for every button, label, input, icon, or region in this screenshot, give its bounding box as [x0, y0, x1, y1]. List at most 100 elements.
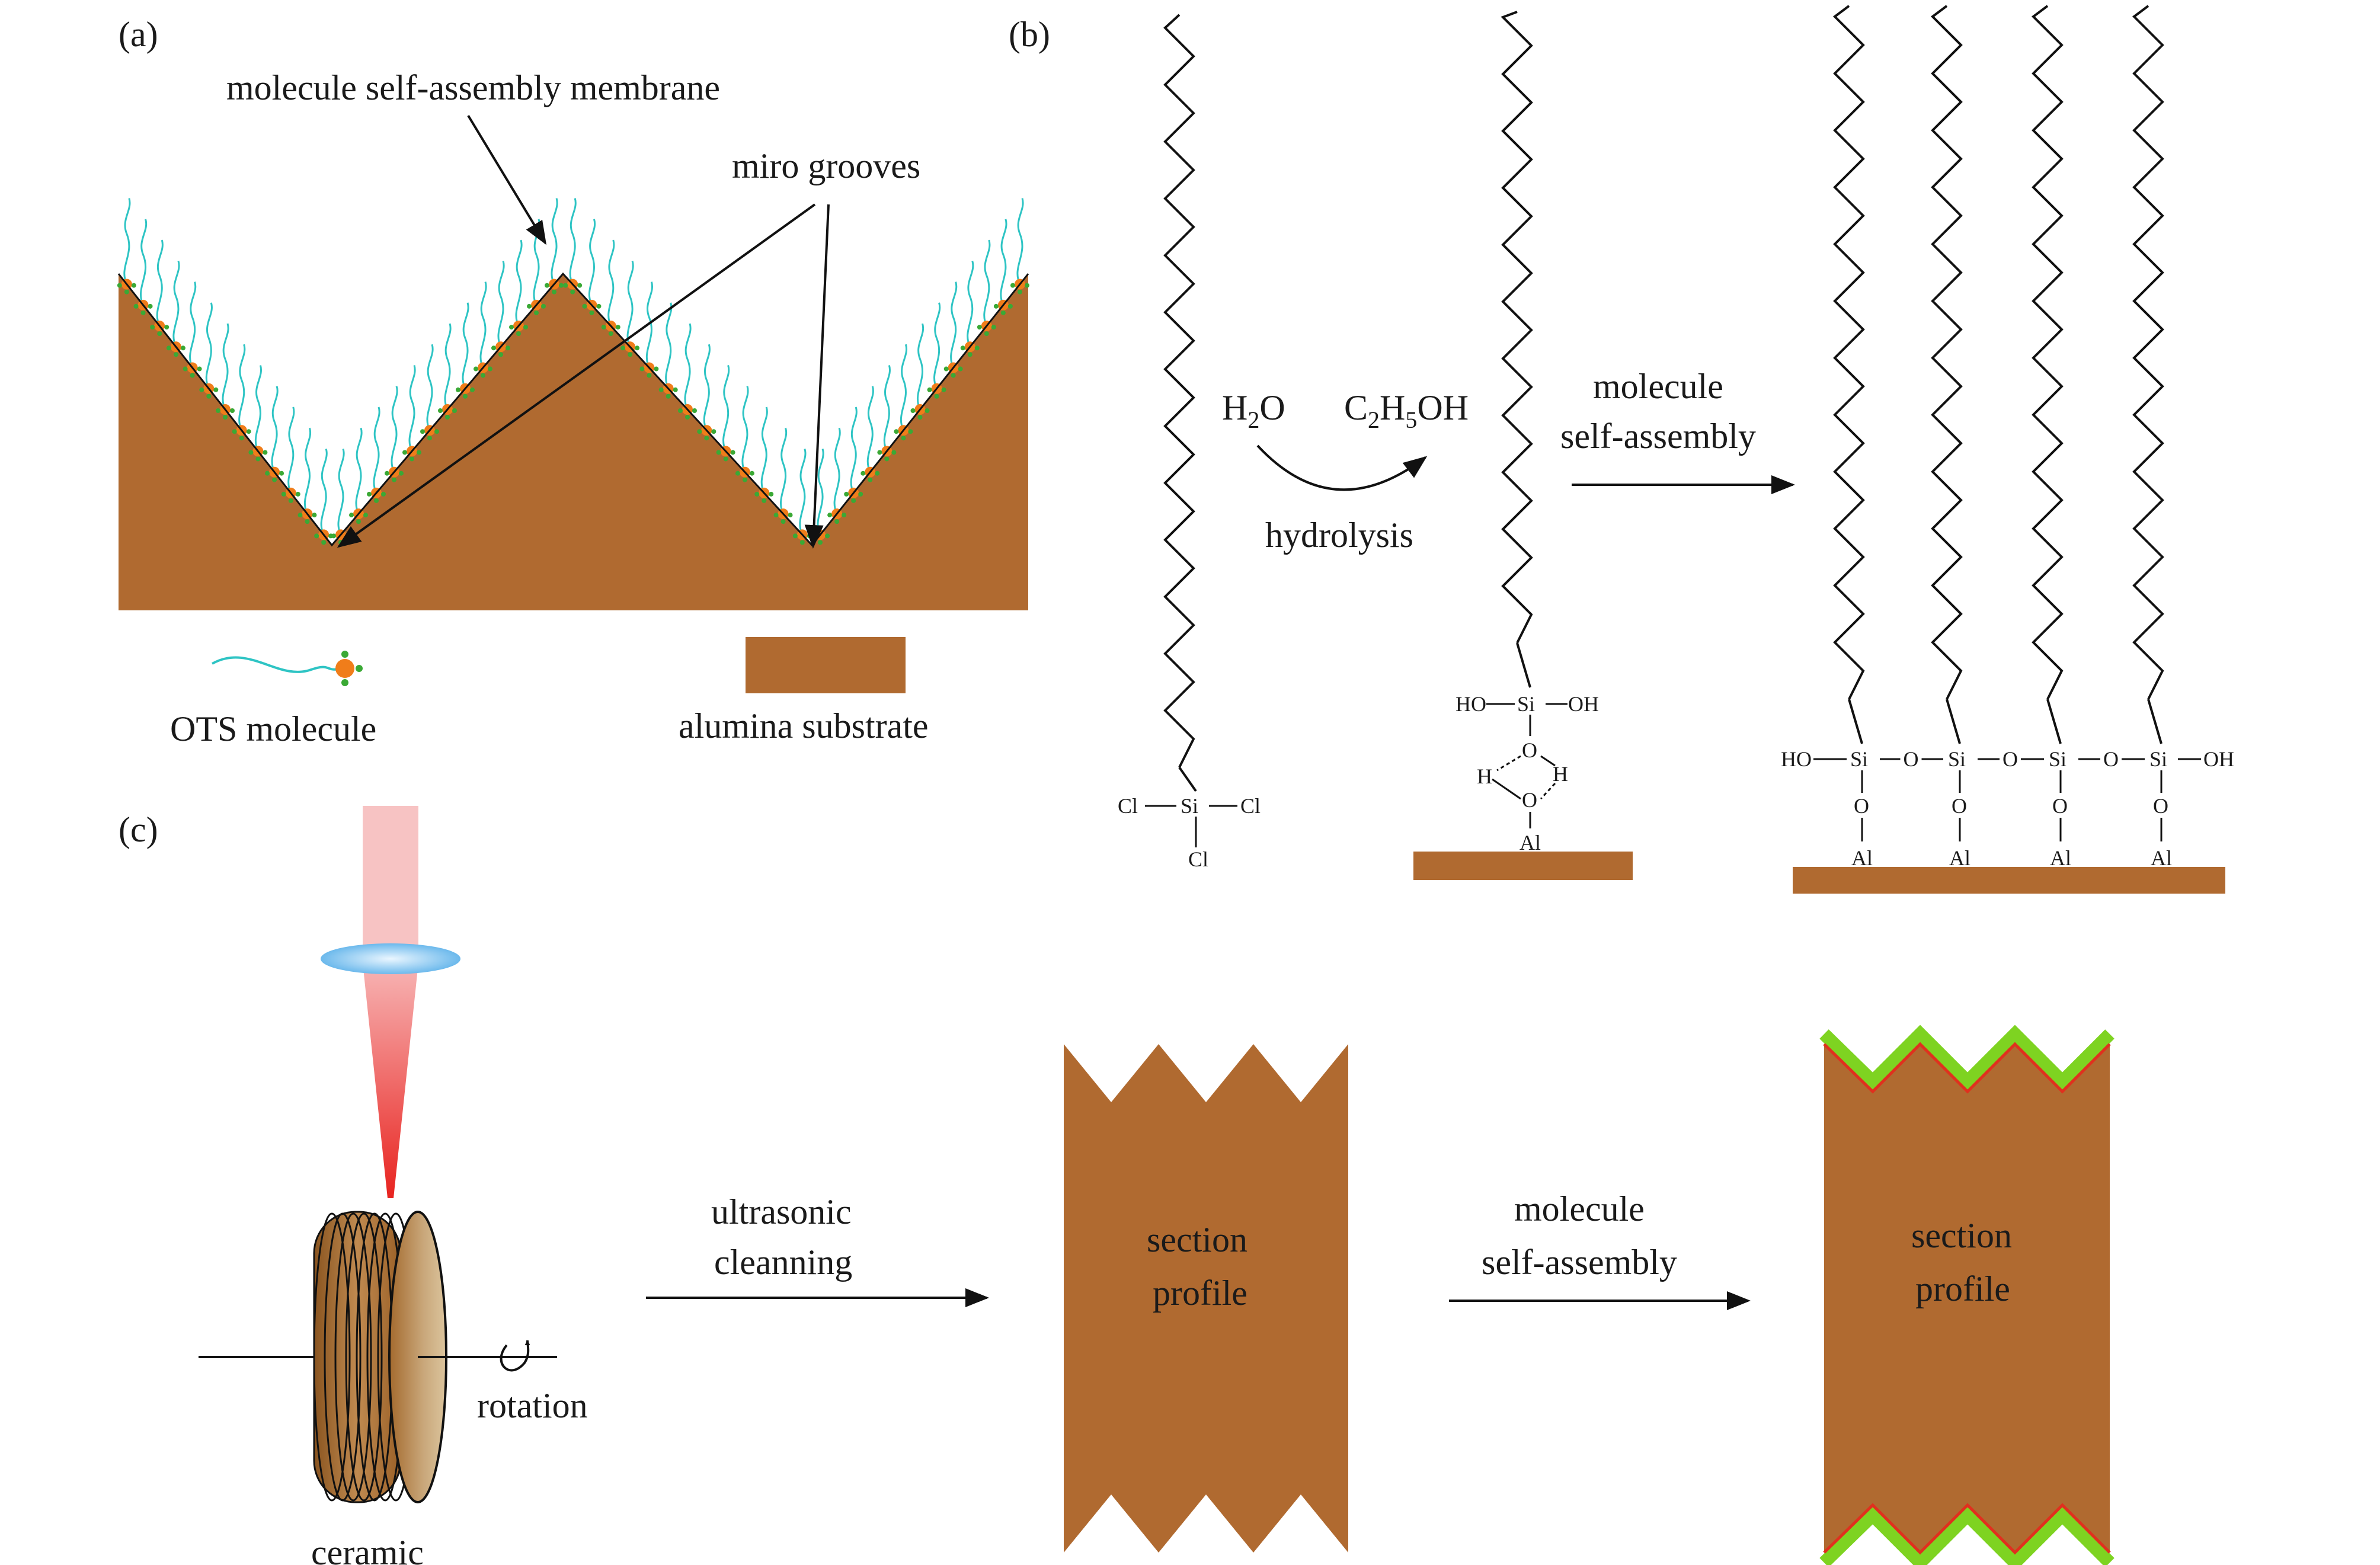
- groove-arrow-right: [804, 204, 830, 549]
- membrane-top-red: [1823, 1042, 2111, 1094]
- ots-chain: [1016, 198, 1024, 285]
- svg-text:O: O: [2103, 747, 2119, 771]
- ots-chain: [1000, 219, 1007, 306]
- ots-chain: [373, 407, 380, 494]
- ots-trichlorosilane: Si Cl Cl Cl: [1118, 794, 1261, 871]
- legend-ots-molecule: OTS molecule: [170, 651, 376, 748]
- ots-chain: [515, 239, 523, 327]
- section-label-2b: profile: [1915, 1269, 2010, 1308]
- disc-layer: [345, 1212, 383, 1502]
- ots-chain: [156, 239, 164, 327]
- ots-chain: [408, 365, 416, 452]
- rotation-arrow-icon: [500, 1340, 530, 1372]
- alkyl-chains: [1163, 5, 2164, 792]
- ots-membrane: [117, 198, 1029, 547]
- ots-chain: [497, 260, 505, 347]
- zigzag-chain: [2132, 5, 2164, 700]
- panel-a-groove-diagram: [117, 198, 1029, 610]
- svg-text:O: O: [1952, 794, 1967, 818]
- ots-chain: [588, 219, 596, 306]
- atom-ho-3: HO: [1781, 747, 1812, 771]
- water-formula: H2O: [1222, 388, 1285, 433]
- atom-si-1: Si: [1181, 794, 1198, 818]
- ots-chain: [462, 302, 469, 389]
- atom-al-2: Al: [1520, 831, 1541, 854]
- assembly-c-label-1: molecule: [1514, 1189, 1645, 1228]
- ultrasonic-step: ultrasonic cleanning: [646, 1192, 989, 1307]
- hydrolysis-curved-arrow: [1256, 444, 1428, 491]
- ots-chain: [551, 198, 558, 285]
- silanol-on-alumina: HO Si OH O H H O Al: [1413, 692, 1633, 880]
- membrane-arrow: [467, 114, 547, 245]
- ots-chain: [426, 344, 434, 431]
- ots-chain: [967, 260, 974, 347]
- atom-si: Si: [2049, 747, 2066, 771]
- self-assembly-step-c: molecule self-assembly: [1449, 1189, 1751, 1310]
- substrate-swatch: [746, 637, 906, 693]
- laser-focus-cone: [363, 963, 418, 1198]
- ots-chain: [140, 219, 148, 306]
- svg-text:Al: Al: [1851, 846, 1873, 870]
- svg-text:O: O: [2052, 794, 2068, 818]
- section-body-1: [1064, 1044, 1348, 1553]
- alumina-bar-3: [1793, 867, 2225, 894]
- atom-ho-2: HO: [1455, 692, 1486, 716]
- atom-si: Si: [1850, 747, 1868, 771]
- ots-chain: [866, 386, 874, 473]
- ots-chain: [320, 448, 328, 536]
- ots-chain: [189, 281, 197, 369]
- focusing-lens: [321, 943, 460, 974]
- ots-chain: [645, 281, 653, 369]
- ots-chain: [391, 386, 398, 473]
- disc-layer: [313, 1212, 351, 1502]
- ots-chain: [444, 323, 452, 410]
- ultrasonic-label-2: cleanning: [714, 1243, 852, 1282]
- ots-chain: [684, 323, 692, 410]
- ots-chain: [760, 407, 768, 494]
- ots-chain: [337, 448, 345, 536]
- svg-text:Al: Al: [2050, 846, 2071, 870]
- ots-chain: [271, 386, 279, 473]
- ots-chain: [355, 427, 363, 514]
- section-label-1a: section: [1147, 1220, 1247, 1259]
- assembly-c-label-2: self-assembly: [1482, 1243, 1677, 1282]
- disc-layer: [334, 1212, 372, 1502]
- atom-oh-3: OH: [2203, 747, 2234, 771]
- zigzag-chain: [2031, 5, 2064, 700]
- ots-chain: [917, 323, 925, 410]
- legend-alumina-substrate: alumina substrate: [679, 637, 929, 745]
- atom-cl-left: Cl: [1118, 794, 1138, 818]
- zigzag-chain: [1930, 5, 1963, 700]
- atom-si: Si: [2149, 747, 2167, 771]
- atom-si-2: Si: [1517, 692, 1535, 716]
- atom-h-2a: H: [1477, 764, 1492, 788]
- atom-si: Si: [1948, 747, 1966, 771]
- atom-o-2b: O: [1522, 788, 1537, 812]
- zigzag-chain: [1832, 5, 1865, 700]
- ots-chain: [983, 239, 991, 327]
- section-label-2a: section: [1911, 1216, 2012, 1255]
- atom-h-2b: H: [1553, 762, 1568, 786]
- self-assembly-step: molecule self-assembly: [1560, 367, 1795, 494]
- ots-chain: [665, 302, 673, 389]
- svg-text:O: O: [1904, 747, 1919, 771]
- ots-chain: [933, 302, 941, 389]
- ots-chain: [626, 260, 634, 347]
- section-profile-coated: section profile: [1819, 1025, 2115, 1565]
- legend-molecule-label: OTS molecule: [170, 709, 376, 748]
- hydrolysis-label: hydrolysis: [1265, 516, 1413, 555]
- assembly-label-2: self-assembly: [1560, 417, 1756, 456]
- section-body-2: [1824, 1044, 2110, 1553]
- svg-text:Al: Al: [2151, 846, 2172, 870]
- atom-o-2a: O: [1522, 738, 1537, 762]
- ethanol-formula: C2H5OH: [1344, 388, 1469, 433]
- ots-chain: [799, 448, 807, 536]
- ots-chain: [817, 448, 824, 536]
- atom-oh-2: OH: [1568, 692, 1599, 716]
- ots-chain: [833, 427, 841, 514]
- section-label-1b: profile: [1153, 1273, 1247, 1313]
- ceramic-disc: rotation ceramic: [199, 1211, 588, 1565]
